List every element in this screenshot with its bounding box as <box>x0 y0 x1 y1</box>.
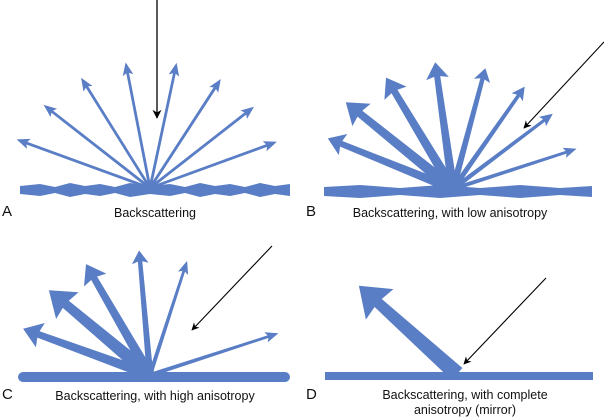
scattered-ray-arrow <box>452 147 577 191</box>
panel-b <box>324 41 604 198</box>
scattered-ray-arrow <box>327 134 455 194</box>
scattered-ray-arrow <box>48 290 155 381</box>
caption-d-line2: anisotropy (mirror) <box>413 403 517 417</box>
scattered-ray-arrow <box>23 323 152 380</box>
panel-c <box>18 245 290 382</box>
surface-mirror <box>325 372 593 380</box>
scattered-ray-arrow <box>449 68 491 190</box>
scattered-ray-arrow <box>131 250 154 376</box>
caption-a: Backscattering <box>114 206 196 220</box>
caption-d-line1: Backscattering, with complete <box>382 388 548 402</box>
scattered-rays <box>16 62 277 190</box>
scattered-ray-arrow <box>43 104 151 190</box>
scattered-ray-arrow <box>84 264 155 378</box>
scattered-ray-arrow <box>148 260 189 376</box>
scattered-ray-arrow <box>450 86 525 191</box>
surface-semi-rough <box>324 185 592 198</box>
scattered-ray-arrow <box>148 79 221 189</box>
scattered-ray-arrow <box>358 285 463 380</box>
scattered-ray-arrow <box>149 141 277 190</box>
scattered-rays <box>23 250 279 381</box>
scattered-ray-arrow <box>81 77 152 189</box>
caption-d: Backscattering, with complete anisotropy… <box>360 388 570 418</box>
panel-label-d: D <box>306 386 317 403</box>
panel-label-c: C <box>2 386 13 403</box>
scattered-ray-arrow <box>345 102 457 194</box>
scattered-rays <box>327 62 577 194</box>
panel-label-b: B <box>306 203 317 220</box>
scattered-ray-arrow <box>426 62 458 190</box>
scattered-ray-arrow <box>148 62 180 189</box>
scattered-ray-arrow <box>149 332 279 377</box>
surface-smooth <box>18 372 290 382</box>
caption-c: Backscattering, with high anisotropy <box>55 389 255 403</box>
scattered-ray-arrow <box>149 106 254 190</box>
scattered-ray-arrow <box>384 77 458 192</box>
panel-label-a: A <box>2 203 13 220</box>
surface-rough <box>20 183 290 197</box>
caption-b: Backscattering, with low anisotropy <box>352 206 548 220</box>
incident-arrow <box>191 245 273 331</box>
scattered-ray-arrow <box>122 62 152 189</box>
incident-arrow <box>463 277 547 365</box>
incident-arrow <box>523 41 604 129</box>
scattered-ray-arrow <box>451 113 553 191</box>
panel-a <box>16 0 290 197</box>
scattered-ray-arrow <box>16 138 151 190</box>
panel-d <box>325 277 593 380</box>
scattered-rays <box>358 285 463 380</box>
